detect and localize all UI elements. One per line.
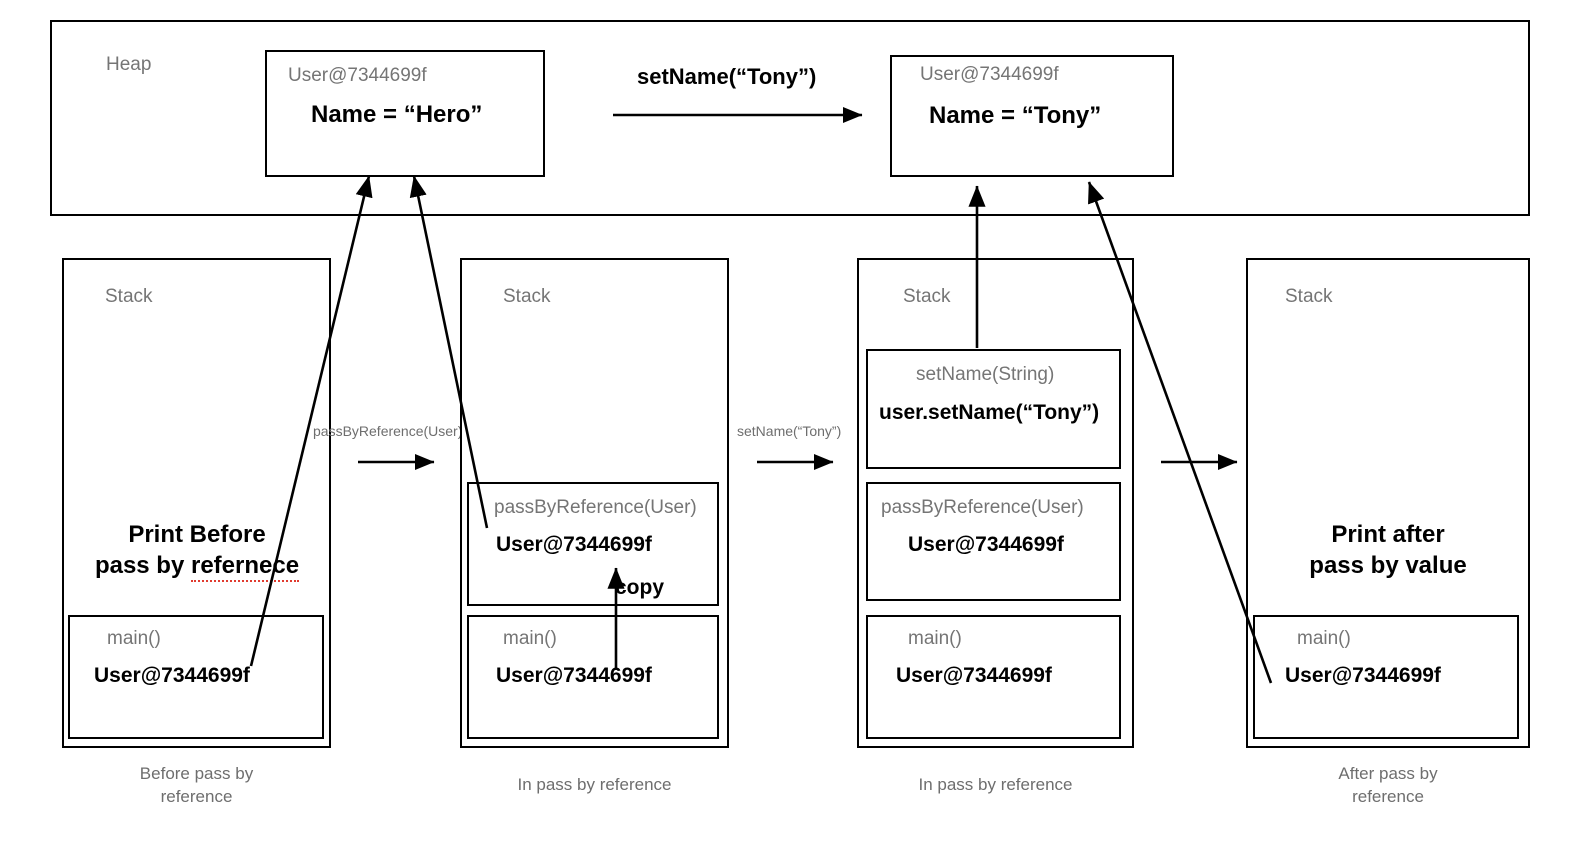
stack-2-frame-main-name: main() [503, 628, 557, 649]
stack-4-note-line-1: Print after [1331, 521, 1445, 548]
heap-label: Heap [106, 54, 152, 75]
heap-transition-label: setName(“Tony”) [637, 64, 817, 89]
stack-1-note-line-2: pass by refernece [72, 551, 322, 582]
stack-4-caption-line-2: reference [1352, 786, 1424, 806]
heap-object-hero-field: Name = “Hero” [311, 101, 483, 128]
stack-1-caption-line-2: reference [160, 786, 233, 806]
connector-1-label: passByReference(User) [313, 423, 463, 439]
stack-1-frame-main [68, 615, 324, 739]
stack-3-caption-line-1: In pass by reference [918, 775, 1073, 794]
connector-2-label: setName(“Tony”) [737, 423, 842, 439]
stack-3-frame-setname-name: setName(String) [916, 364, 1055, 385]
stack-4-label: Stack [1285, 286, 1333, 307]
stack-1-frame-main-name: main() [107, 628, 161, 649]
stack-4-frame-main-name: main() [1297, 628, 1351, 649]
heap-object-tony [890, 55, 1174, 177]
stack-4-frame-main-value: User@7344699f [1285, 664, 1441, 687]
stack-2-caption: In pass by reference [460, 774, 729, 797]
stack-3-label: Stack [903, 286, 951, 307]
stack-1-caption: Before pass by reference [62, 763, 331, 809]
stack-2-caption-line-1: In pass by reference [517, 775, 672, 794]
stack-2-frame-main [467, 615, 719, 739]
stack-3-frame-main-name: main() [908, 628, 962, 649]
stack-1-caption-line-1: Before pass by [139, 764, 254, 783]
stack-4-caption: After pass by reference [1246, 763, 1530, 809]
stack-2-frame-pbr-name: passByReference(User) [494, 497, 697, 518]
stack-1-label: Stack [105, 286, 153, 307]
stack-4-caption-line-1: After pass by [1338, 764, 1438, 783]
heap-object-hero-ref: User@7344699f [288, 65, 427, 86]
heap-object-tony-ref: User@7344699f [920, 64, 1059, 85]
stack-1-note-misspelled-word: refernece [190, 551, 300, 582]
stack-2-frame-pbr [467, 482, 719, 606]
stack-3-caption: In pass by reference [857, 774, 1134, 797]
stack-2-copy-annotation: copy [615, 576, 665, 599]
stack-3-frame-pbr-value: User@7344699f [908, 533, 1064, 556]
stack-1-note: Print Before pass by refernece [72, 520, 322, 582]
stack-3-frame-main-value: User@7344699f [896, 664, 1052, 687]
stack-3-frame-setname-value: user.setName(“Tony”) [879, 401, 1100, 424]
stack-3-frame-pbr-name: passByReference(User) [881, 497, 1084, 518]
stack-2-frame-pbr-value: User@7344699f [496, 533, 652, 556]
stack-4-note-line-2: pass by value [1309, 551, 1467, 579]
heap-container [50, 20, 1530, 216]
stack-1-note-line-1: Print Before [128, 521, 266, 548]
stack-1-note-line-2-text: pass by [94, 551, 191, 579]
stack-2-label: Stack [503, 286, 551, 307]
heap-object-tony-field: Name = “Tony” [929, 102, 1102, 129]
stack-2-frame-main-value: User@7344699f [496, 664, 652, 687]
stack-4-note: Print after pass by value [1252, 520, 1524, 581]
stack-1-frame-main-value: User@7344699f [94, 664, 250, 687]
heap-object-hero [265, 50, 545, 177]
